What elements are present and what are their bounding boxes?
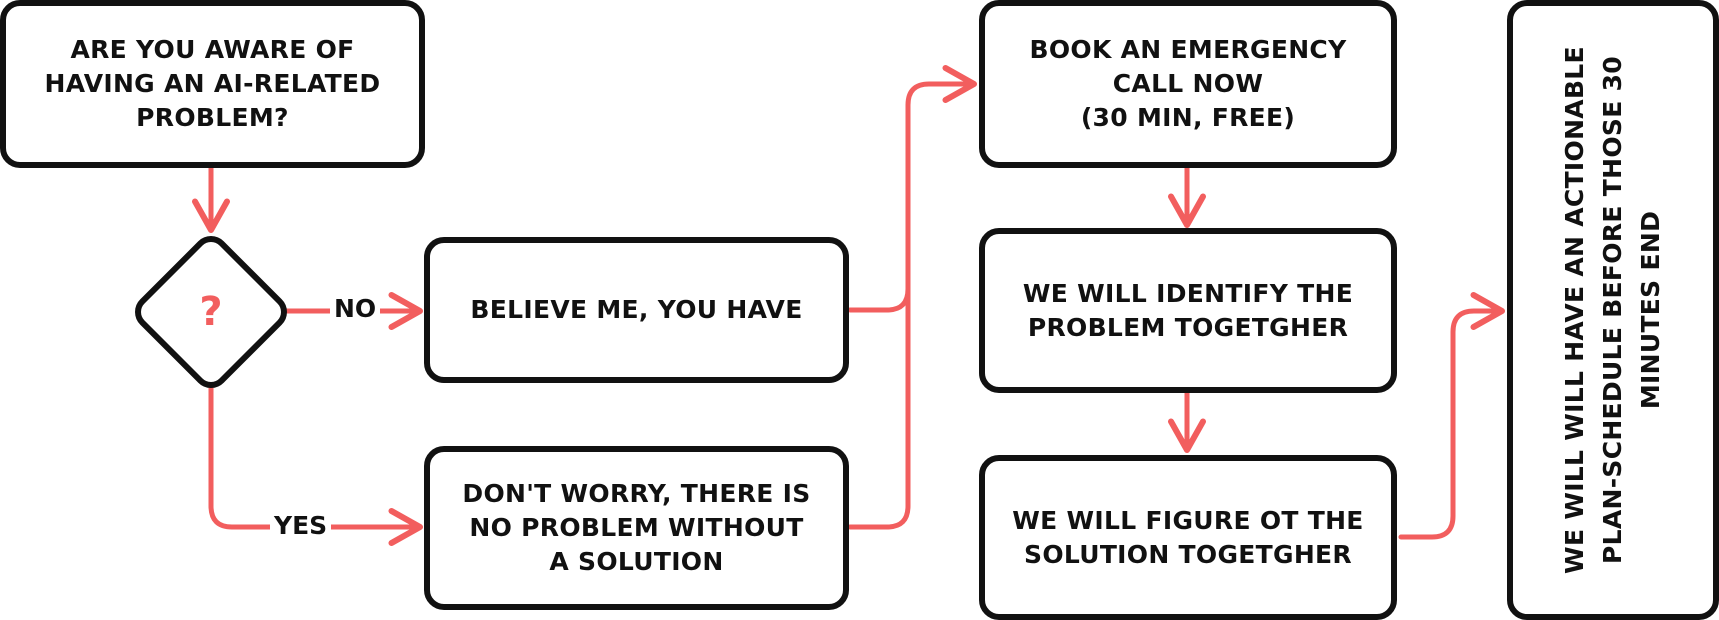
- edge-label-no: NO: [330, 294, 381, 323]
- outcome-box: WE WILL WILL HAVE AN ACTIONABLE PLAN-SCH…: [1507, 0, 1719, 620]
- arrow-merge-to-book-call: [905, 65, 977, 284]
- connector-yes-branch-merge: [847, 278, 911, 530]
- no-branch-box: BELIEVE ME, YOU HAVE: [424, 237, 849, 383]
- yes-branch-box: DON'T WORRY, THERE IS NO PROBLEM WITHOUT…: [424, 446, 849, 610]
- start-question-text: ARE YOU AWARE OF HAVING AN AI-RELATED PR…: [44, 35, 381, 132]
- connector-no-branch-merge: [847, 278, 911, 313]
- identify-problem-text: WE WILL IDENTIFY THE PROBLEM TOGETGHER: [1022, 278, 1354, 342]
- outcome-text: WE WILL WILL HAVE AN ACTIONABLE PLAN-SCH…: [1560, 46, 1665, 574]
- identify-problem-box: WE WILL IDENTIFY THE PROBLEM TOGETGHER: [979, 228, 1397, 393]
- figure-out-solution-box: WE WILL FIGURE OT THE SOLUTION TOGETGHER: [979, 455, 1397, 620]
- arrow-decision-to-yes-branch: [208, 382, 423, 546]
- arrow-figure-out-to-outcome: [1398, 292, 1505, 540]
- edge-label-yes: YES: [270, 511, 332, 540]
- start-question-box: ARE YOU AWARE OF HAVING AN AI-RELATED PR…: [0, 0, 425, 168]
- book-call-text: BOOK AN EMERGENCY CALL NOW (30 MIN, FREE…: [1029, 35, 1347, 132]
- yes-branch-text: DON'T WORRY, THERE IS NO PROBLEM WITHOUT…: [462, 479, 811, 576]
- book-call-box: BOOK AN EMERGENCY CALL NOW (30 MIN, FREE…: [979, 0, 1397, 168]
- figure-out-solution-text: WE WILL FIGURE OT THE SOLUTION TOGETGHER: [1012, 505, 1364, 569]
- question-mark-icon: ?: [199, 289, 223, 335]
- no-branch-text: BELIEVE ME, YOU HAVE: [470, 295, 803, 324]
